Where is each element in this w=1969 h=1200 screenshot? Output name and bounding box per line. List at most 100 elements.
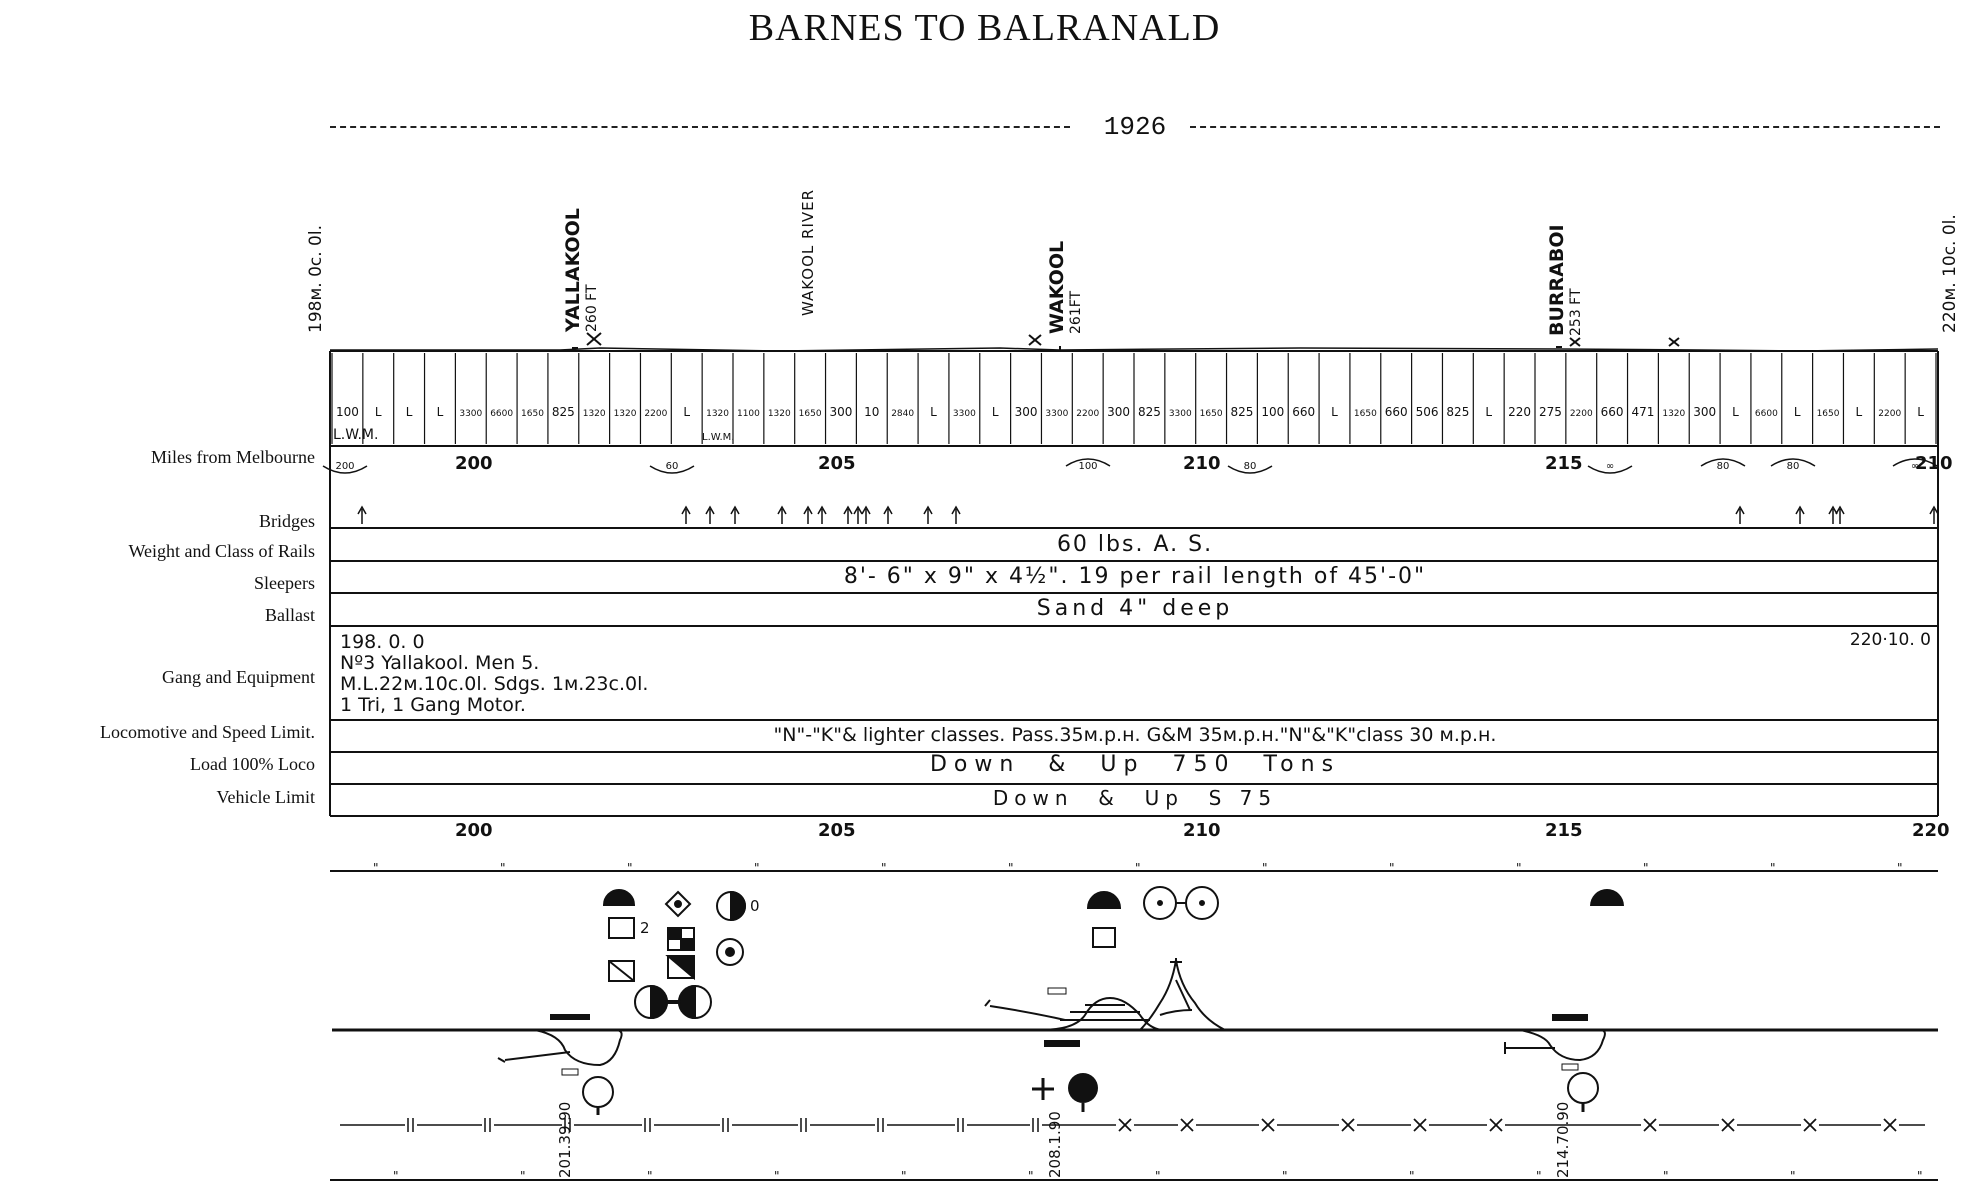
curve-label: 80 xyxy=(1244,461,1257,472)
scale-tick-bottom: " xyxy=(520,1169,526,1183)
lower-mile-215: 215 xyxy=(1545,820,1583,841)
label-sleepers: Sleepers xyxy=(254,573,315,593)
burraboi-platform xyxy=(1552,1014,1588,1021)
bridge-arrows xyxy=(357,505,1939,524)
bridge-arrow-head xyxy=(923,505,933,515)
curve-label: 80 xyxy=(1787,461,1800,472)
bridge-arrow-head xyxy=(777,505,787,515)
label-vehicle: Vehicle Limit xyxy=(216,787,315,807)
yallakool-water-tank xyxy=(582,1076,614,1115)
grade-cell: 2200 xyxy=(1570,409,1593,419)
grade-cell: L xyxy=(1485,405,1492,419)
tele-cross xyxy=(1643,1118,1657,1132)
yallakool-platform xyxy=(550,1014,590,1020)
burraboi-hut xyxy=(1561,1063,1579,1071)
grade-cell: 2200 xyxy=(1878,409,1901,419)
gang-line-2: M.L.22м.10c.0l. Sdgs. 1м.23c.0l. xyxy=(340,673,649,695)
grade-cell: L xyxy=(1732,405,1739,419)
scale-tick-top: " xyxy=(500,861,506,875)
wakool-tank xyxy=(1068,1073,1098,1112)
tele-cross xyxy=(1803,1118,1817,1132)
grade-cell: 825 xyxy=(1446,405,1469,419)
grade-cell: 275 xyxy=(1539,405,1562,419)
yallakool-loop xyxy=(497,1029,623,1067)
grade-cell: 10 xyxy=(864,405,879,419)
year-label: 1926 xyxy=(1103,112,1167,142)
grade-cell: L xyxy=(1917,405,1924,419)
bridge-arrow-head xyxy=(817,505,827,515)
grade-cell: 220 xyxy=(1508,405,1531,419)
grade-cell: L xyxy=(930,405,937,419)
wakool-yard xyxy=(984,958,1226,1031)
burraboi-signal xyxy=(1590,889,1624,906)
wakool-platform xyxy=(1044,1040,1080,1047)
signal-count-label: 2 xyxy=(640,919,650,937)
grade-cell: 300 xyxy=(1015,405,1038,419)
bridge-arrow-head xyxy=(681,505,691,515)
bridge-arrow-head xyxy=(1735,505,1745,515)
scale-tick-bottom: " xyxy=(1409,1169,1415,1183)
grade-cell: 1320 xyxy=(768,409,791,419)
grade-cell: 506 xyxy=(1416,405,1439,419)
label-loco: Locomotive and Speed Limit. xyxy=(100,722,315,742)
grade-cell: L xyxy=(992,405,999,419)
grade-cell: 3300 xyxy=(1045,409,1068,419)
vehicle-text: Down & Up S 75 xyxy=(992,786,1278,810)
loco-text: "N"-"K"& lighter classes. Pass.35м.р.н. … xyxy=(773,724,1497,746)
label-ballast: Ballast xyxy=(265,605,315,625)
mileage-burraboi: 214.70.90 xyxy=(1554,1102,1572,1178)
sleepers-text: 8'- 6" x 9" x 4½". 19 per rail length of… xyxy=(843,564,1427,589)
gang-block: 198. 0. 0 Nº3 Yallakool. Men 5. M.L.22м.… xyxy=(340,632,648,716)
tele-gap xyxy=(642,1116,654,1134)
grade-cell: 660 xyxy=(1292,405,1315,419)
signal-extra-label: 0 xyxy=(750,897,760,915)
grade-cell: L xyxy=(683,405,690,419)
curve-arc xyxy=(649,465,695,474)
grade-cell: L xyxy=(1331,405,1338,419)
grade-cell: 3300 xyxy=(1169,409,1192,419)
scale-tick-top: " xyxy=(1770,861,1776,875)
grade-cell: 300 xyxy=(1693,405,1716,419)
bridge-arrow-head xyxy=(357,505,367,515)
station-markers xyxy=(572,332,1680,352)
yallakool-hut xyxy=(561,1068,579,1076)
tele-gap xyxy=(798,1116,810,1134)
bridge-arrow-head xyxy=(1835,505,1845,515)
tele-gap xyxy=(955,1116,967,1134)
grade-cell: 1100 xyxy=(737,409,760,419)
grade-cell: 6600 xyxy=(490,409,513,419)
tele-gap xyxy=(405,1116,417,1134)
scale-tick-top: " xyxy=(373,861,379,875)
grade-cell: 1650 xyxy=(1817,409,1840,419)
grade-cell: 3300 xyxy=(459,409,482,419)
scale-tick-bottom: " xyxy=(647,1169,653,1183)
scale-tick-bottom: " xyxy=(1663,1169,1669,1183)
gang-line-1: Nº3 Yallakool. Men 5. xyxy=(340,652,540,674)
bridge-arrow-head xyxy=(883,505,893,515)
curve-label: 200 xyxy=(335,461,354,472)
mileage-yallakool: 201.39.90 xyxy=(556,1102,574,1178)
curve-arc xyxy=(1700,458,1746,467)
curve-arc xyxy=(322,465,368,474)
grade-cell: L xyxy=(1856,405,1863,419)
scale-tick-top: " xyxy=(881,861,887,875)
scale-tick-top: " xyxy=(754,861,760,875)
bridge-arrow-head xyxy=(861,505,871,515)
grade-cell: 1320 xyxy=(706,409,729,419)
tele-cross xyxy=(1413,1118,1427,1132)
lower-mile-205: 205 xyxy=(818,820,856,841)
grade-cell: 2840 xyxy=(891,409,914,419)
scale-tick-bottom: " xyxy=(1282,1169,1288,1183)
curve-label: ∞ xyxy=(1606,461,1614,472)
label-rails: Weight and Class of Rails xyxy=(128,541,315,561)
mile-200: 200 xyxy=(455,453,493,474)
ballast-text: Sand 4" deep xyxy=(1036,596,1234,621)
mile-205: 205 xyxy=(818,453,856,474)
tele-cross xyxy=(1261,1118,1275,1132)
scale-tick-top: " xyxy=(1389,861,1395,875)
scale-tick-bottom: " xyxy=(1790,1169,1796,1183)
scale-tick-bottom: " xyxy=(901,1169,907,1183)
